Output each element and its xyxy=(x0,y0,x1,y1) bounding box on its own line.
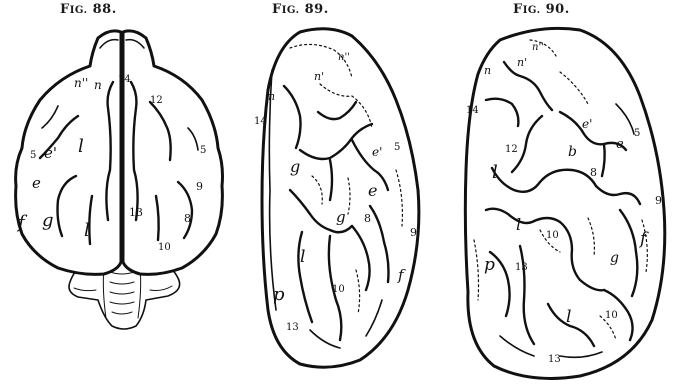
fig90-label-9: 9 xyxy=(655,194,662,207)
fig88-label-g: g xyxy=(42,210,54,231)
fig90-label-g: g xyxy=(610,250,619,266)
fig89-label-n-d: n' xyxy=(314,70,324,83)
fig89-label-n-dd: n'' xyxy=(338,52,350,63)
fig89-label-5: 5 xyxy=(394,142,400,153)
fig90-label-13-mid: 13 xyxy=(515,262,528,273)
fig90-label-p: p xyxy=(484,255,495,275)
fig88-label-5-right: 5 xyxy=(200,145,206,156)
fig90-label-13-bottom: 13 xyxy=(548,354,561,365)
fig89-label-10: 10 xyxy=(332,284,345,295)
fig88-right-hemisphere xyxy=(123,31,223,275)
fig88-label-e-prime: e' xyxy=(44,144,57,162)
fig90-label-10-top: 10 xyxy=(546,230,559,241)
fig89-label-e: e xyxy=(368,181,377,200)
fig88-label-l-bottom: l xyxy=(84,220,90,241)
fig90-label-n-d: n' xyxy=(517,56,527,69)
figure-89-brain-drawing xyxy=(262,29,419,367)
fig90-label-n: n xyxy=(484,64,491,77)
fig89-label-8: 8 xyxy=(364,212,371,225)
fig90-label-n-dd: n'' xyxy=(532,42,544,53)
fig88-label-14: 14 xyxy=(118,74,131,85)
fig90-label-l-mid: l xyxy=(516,215,521,234)
fig90-label-b: b xyxy=(568,144,577,160)
fig90-label-5: 5 xyxy=(634,128,640,139)
fig89-label-p: p xyxy=(273,284,285,305)
fig89-label-e-prime: e' xyxy=(372,145,382,159)
fig88-label-l-top: l xyxy=(78,136,84,157)
fig88-label-10: 10 xyxy=(158,242,171,253)
fig88-label-n: n xyxy=(94,78,102,92)
fig90-label-l-bottom: l xyxy=(566,307,571,327)
fig89-label-l: l xyxy=(300,247,305,267)
fig88-label-8: 8 xyxy=(184,212,191,225)
fig89-label-g-mid: g xyxy=(336,208,346,226)
fig90-label-e-top: e xyxy=(616,137,624,152)
fig89-label-g-top: g xyxy=(290,157,300,176)
fig88-label-5-left: 5 xyxy=(30,150,36,161)
fig88-label-e: e xyxy=(32,174,41,192)
fig90-label-10-bottom: 10 xyxy=(605,310,618,321)
fig90-label-14: 14 xyxy=(466,105,479,116)
fig89-label-n: n xyxy=(268,90,275,103)
fig88-label-n-dd: n'' xyxy=(74,76,88,90)
fig89-label-9: 9 xyxy=(410,226,417,239)
fig90-label-12: 12 xyxy=(505,144,518,155)
fig88-label-13: 13 xyxy=(129,206,143,219)
fig88-label-9: 9 xyxy=(196,180,203,193)
fig89-label-13: 13 xyxy=(286,322,299,333)
fig90-label-8: 8 xyxy=(590,166,597,179)
fig90-label-e-prime: e' xyxy=(582,117,592,131)
fig88-label-12: 12 xyxy=(150,95,163,106)
fig90-label-l-top: l xyxy=(492,162,498,183)
fig89-label-14: 14 xyxy=(254,116,267,127)
